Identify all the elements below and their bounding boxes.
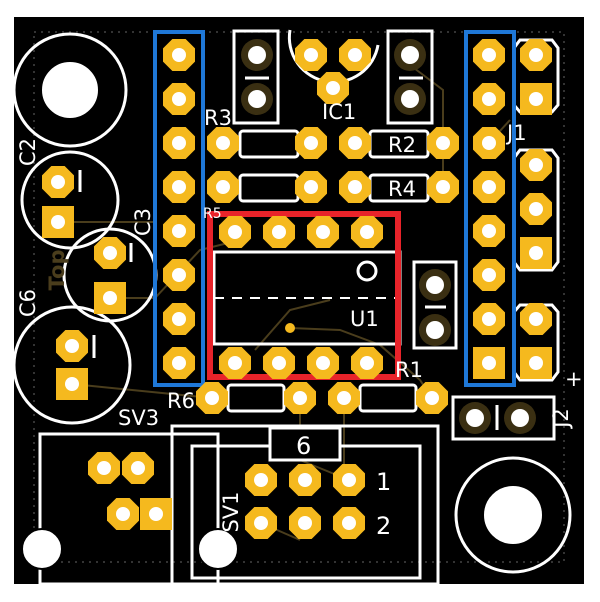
drill-hole xyxy=(482,224,496,238)
drill-hole xyxy=(426,276,444,294)
label-r4: R4 xyxy=(388,177,416,201)
drill-hole xyxy=(360,356,374,370)
drill-hole xyxy=(529,356,543,370)
drill-hole xyxy=(298,516,312,530)
drill-hole xyxy=(482,268,496,282)
drill-hole xyxy=(348,180,362,194)
drill-hole xyxy=(529,246,543,260)
drill-hole xyxy=(360,225,374,239)
label-sv1-pin2: 2 xyxy=(376,512,391,540)
u1-highlight xyxy=(207,211,401,380)
drill-hole xyxy=(466,409,484,427)
drill-hole xyxy=(529,158,543,172)
drill-hole xyxy=(348,48,362,62)
drill-hole xyxy=(529,312,543,326)
label-c6: C6 xyxy=(16,289,40,317)
drill-hole xyxy=(482,92,496,106)
drill-hole xyxy=(436,180,450,194)
drill-hole xyxy=(342,473,356,487)
drill-hole xyxy=(293,391,307,405)
drill-hole xyxy=(248,46,266,64)
drill-hole xyxy=(529,202,543,216)
drill-hole xyxy=(216,136,230,150)
label-r2: R2 xyxy=(388,133,416,157)
label-ic1: IC1 xyxy=(322,100,356,124)
right-header-highlight xyxy=(464,30,516,387)
label-sv1-key: 6 xyxy=(296,432,311,460)
label-top-layer: Top xyxy=(45,250,69,291)
drill-hole xyxy=(337,391,351,405)
label-c3: C3 xyxy=(131,208,155,236)
drill-hole xyxy=(482,48,496,62)
drill-hole xyxy=(51,175,65,189)
drill-hole xyxy=(272,356,286,370)
drill-hole xyxy=(205,391,219,405)
drill-hole xyxy=(131,461,145,475)
drill-hole xyxy=(116,507,130,521)
drill-hole xyxy=(248,90,266,108)
drill-hole xyxy=(316,225,330,239)
left-header-highlight xyxy=(153,30,205,387)
drill-hole xyxy=(172,92,186,106)
drill-hole xyxy=(304,48,318,62)
drill-hole xyxy=(65,377,79,391)
drill-hole xyxy=(298,473,312,487)
drill-hole xyxy=(97,461,111,475)
drill-hole xyxy=(216,180,230,194)
drill-hole xyxy=(482,136,496,150)
label-plus: + xyxy=(565,367,583,391)
drill-hole xyxy=(304,136,318,150)
board-keepout xyxy=(33,31,565,563)
label-sv1: SV1 xyxy=(219,491,243,532)
drill-hole xyxy=(172,356,186,370)
drill-hole xyxy=(529,48,543,62)
drill-hole xyxy=(254,473,268,487)
drill-hole xyxy=(482,356,496,370)
drill-hole xyxy=(529,92,543,106)
drill-hole xyxy=(228,356,242,370)
drill-hole xyxy=(511,409,529,427)
label-r5: R5 xyxy=(203,206,222,222)
drill-hole xyxy=(348,136,362,150)
drill-hole xyxy=(426,321,444,339)
drill-hole xyxy=(482,312,496,326)
mounting-hole xyxy=(40,60,100,120)
label-c2: C2 xyxy=(16,138,40,166)
drill-hole xyxy=(103,246,117,260)
label-j2: J2 xyxy=(549,408,573,430)
drill-hole xyxy=(172,136,186,150)
silk-labels: C2 C3 C6 Top R3 R2 R4 R5 IC1 U1 J1 J2 + … xyxy=(16,100,583,540)
drill-hole xyxy=(401,90,419,108)
silkscreen xyxy=(12,29,572,586)
drill-hole xyxy=(172,268,186,282)
drill-hole xyxy=(103,291,117,305)
drill-hole xyxy=(326,81,340,95)
drill-hole xyxy=(272,225,286,239)
drill-hole xyxy=(172,180,186,194)
label-r6: R6 xyxy=(167,389,195,413)
drill-hole xyxy=(425,391,439,405)
label-sv3: SV3 xyxy=(118,406,159,430)
drill-hole xyxy=(172,312,186,326)
label-j1: J1 xyxy=(505,121,527,145)
mounting-hole xyxy=(482,484,544,546)
drill-hole xyxy=(342,516,356,530)
label-u1: U1 xyxy=(350,307,379,331)
drill-hole xyxy=(436,136,450,150)
drill-hole xyxy=(172,48,186,62)
label-r3: R3 xyxy=(204,106,232,130)
label-r1: R1 xyxy=(395,358,423,382)
drill-hole xyxy=(304,180,318,194)
pads xyxy=(42,39,552,539)
label-sv1-pin1: 1 xyxy=(376,468,391,496)
drill-hole xyxy=(482,180,496,194)
drill-hole xyxy=(228,225,242,239)
drill-hole xyxy=(254,516,268,530)
drill-hole xyxy=(149,507,163,521)
drill-hole xyxy=(51,215,65,229)
drill-hole xyxy=(316,356,330,370)
drill-hole xyxy=(172,224,186,238)
drill-hole xyxy=(65,339,79,353)
drill-hole xyxy=(401,46,419,64)
